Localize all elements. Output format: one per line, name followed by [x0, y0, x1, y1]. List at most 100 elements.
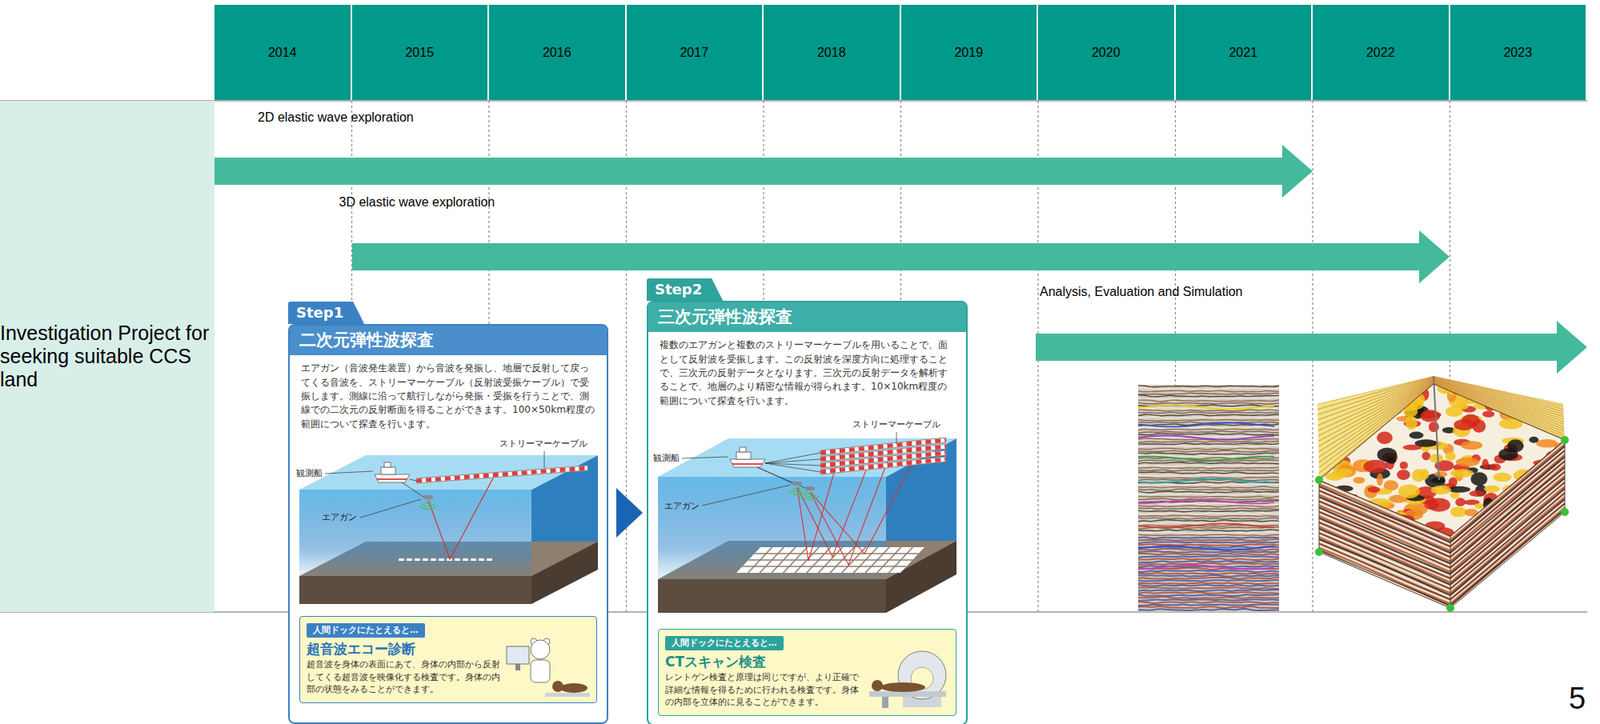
streamer-cable-segments	[416, 468, 588, 482]
amplitude-blob	[1527, 411, 1544, 424]
amplitude-blob	[1319, 504, 1339, 514]
amplitude-blob	[1538, 506, 1546, 513]
sound-wave	[790, 489, 804, 493]
label-holder: ストリーマーケーブル	[499, 438, 588, 450]
amplitude-blob	[1370, 401, 1384, 415]
step-card: Step2三次元弾性波探査複数のエアガンと複数のストリーマーケーブルを用いること…	[646, 300, 968, 724]
year-label: 2022	[1366, 45, 1396, 61]
amplitude-blob	[1499, 503, 1524, 513]
face-trace	[1450, 508, 1565, 605]
amplitude-blob	[1469, 490, 1486, 498]
ship-stripe	[731, 463, 763, 466]
amplitude-blob	[1525, 478, 1540, 486]
section-trace	[1138, 599, 1280, 602]
phase-label: 2D elastic wave exploration	[257, 110, 1356, 125]
section-trace	[1138, 395, 1280, 397]
patient-body	[880, 682, 926, 693]
year-cell: 2017	[626, 4, 763, 101]
amplitude-blob	[1420, 409, 1441, 422]
amplitude-blob	[1499, 418, 1524, 430]
amplitude-blob	[1414, 439, 1437, 447]
face-traces	[1319, 480, 1451, 609]
cube-top-face	[1319, 384, 1565, 537]
section-trace	[1138, 558, 1280, 561]
amplitude-blob	[1327, 429, 1336, 438]
seabed-front	[657, 579, 887, 614]
face-trace	[1319, 545, 1451, 602]
amplitude-blob	[1399, 384, 1408, 395]
amplitude-blob	[1495, 513, 1509, 528]
arrow-body	[1035, 320, 1588, 374]
section-trace	[1138, 515, 1280, 518]
face-trace	[1450, 489, 1565, 586]
section-trace	[1138, 585, 1280, 587]
section-trace	[1138, 544, 1280, 546]
amplitude-blob	[1421, 452, 1431, 461]
amplitude-blob	[1532, 466, 1548, 481]
amplitude-blob	[1320, 429, 1328, 435]
receiver-mark	[478, 558, 485, 562]
amplitude-blob	[1353, 477, 1366, 484]
ship-bridge	[384, 462, 391, 468]
amplitude-blob	[1387, 457, 1397, 464]
face-trace	[1319, 543, 1451, 600]
section-trace	[1138, 513, 1280, 515]
amplitude-blob	[1428, 421, 1440, 433]
amplitude-blob	[1355, 501, 1370, 510]
amplitude-blob	[1495, 397, 1516, 410]
sea-front	[299, 489, 532, 577]
ship-cabin	[380, 467, 396, 475]
sound-wave	[421, 504, 435, 507]
receiver-mark	[430, 558, 437, 562]
step-tag: Step2	[654, 278, 702, 301]
receiver-mark	[398, 558, 405, 562]
amplitude-blob	[1367, 498, 1392, 509]
receiver-mark	[486, 558, 493, 562]
cube-outline	[1319, 384, 1565, 609]
section-trace	[1138, 462, 1280, 465]
horizon-line	[1138, 565, 1275, 570]
amplitude-blob	[1502, 485, 1519, 494]
amplitude-blob	[1488, 385, 1499, 391]
section-trace	[1138, 493, 1280, 496]
step-description: エアガン（音波発生装置）から音波を発振し、地層で反射して戻ってくる音波を、ストリ…	[289, 355, 607, 434]
face-trace	[1319, 533, 1451, 590]
amplitude-blob	[1553, 442, 1572, 451]
face-trace	[1319, 549, 1451, 606]
amplitude-blob	[1325, 417, 1348, 431]
amplitude-blob	[1408, 432, 1424, 440]
analogy-illustration	[503, 632, 592, 700]
section-trace	[1138, 532, 1280, 534]
amplitude-blob	[1382, 406, 1404, 416]
face-trace	[1450, 499, 1565, 596]
section-trace	[1138, 517, 1280, 520]
amplitude-blob	[1489, 505, 1512, 512]
section-trace	[1138, 534, 1280, 537]
amplitude-map	[1311, 377, 1572, 542]
amplitude-blob	[1338, 501, 1355, 511]
section-trace	[1138, 402, 1280, 405]
sea-surface	[299, 455, 598, 490]
label-holder: ストリーマーケーブル	[852, 419, 941, 430]
amplitude-blob	[1401, 523, 1421, 538]
amplitude-blob	[1507, 439, 1524, 453]
amplitude-blob	[1540, 459, 1549, 471]
section-trace	[1138, 587, 1280, 590]
section-trace	[1138, 496, 1280, 498]
amplitude-blob	[1374, 407, 1390, 419]
analogy-heading: CTスキャン検査	[665, 653, 950, 672]
amplitude-blob	[1526, 529, 1534, 540]
airgun	[792, 481, 803, 486]
horizon-line	[1138, 405, 1275, 410]
section-trace	[1138, 400, 1280, 402]
doctor-body	[530, 660, 550, 683]
horizon-line	[1138, 457, 1275, 462]
amplitude-blob	[1362, 425, 1372, 430]
amplitude-blob	[1332, 431, 1343, 445]
patient-body	[560, 683, 588, 694]
sound-wave	[800, 496, 820, 501]
amplitude-blob	[1455, 457, 1480, 467]
section-trace	[1138, 397, 1280, 400]
streamer-cable	[416, 468, 588, 482]
amplitude-blob	[1394, 512, 1409, 526]
